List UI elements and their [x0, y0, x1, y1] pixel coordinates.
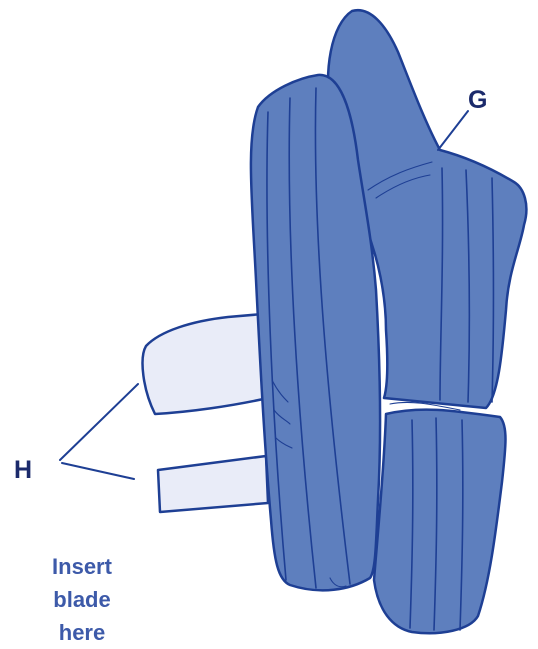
rear-lower-panel	[374, 410, 506, 634]
leader-line-h-upper	[60, 384, 138, 460]
upper-strap	[143, 314, 268, 414]
instruction-line: blade	[30, 583, 134, 616]
label-h: H	[14, 458, 32, 483]
leader-line-h-lower	[62, 463, 134, 479]
lower-strap	[158, 456, 268, 512]
label-g: G	[468, 88, 487, 113]
leader-line-g	[438, 111, 468, 150]
instruction-line: Insert	[30, 550, 134, 583]
insert-blade-instruction: Insert blade here	[30, 550, 134, 649]
instruction-line: here	[30, 616, 134, 649]
